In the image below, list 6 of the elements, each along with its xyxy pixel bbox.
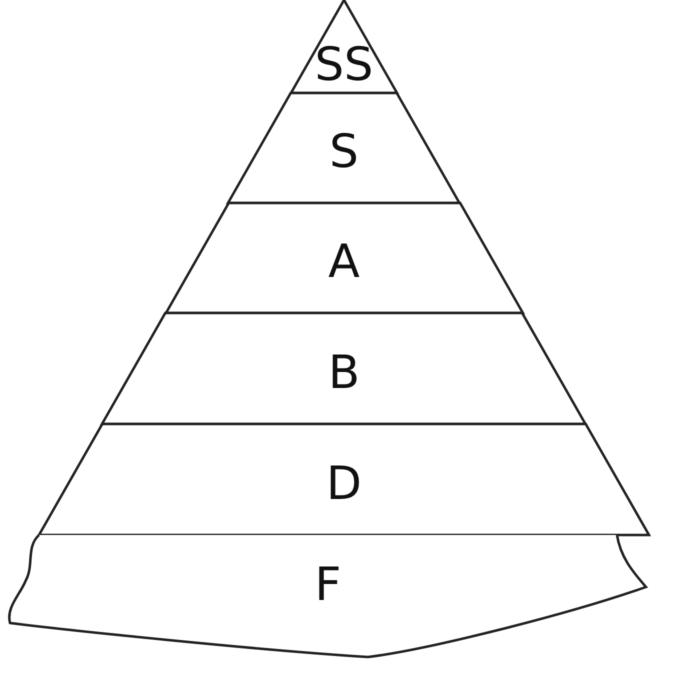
tier-label: B (328, 348, 360, 394)
tier-label: S (329, 128, 359, 174)
tier-label: F (314, 561, 342, 607)
tier-label: D (326, 460, 362, 506)
tier-label: SS (314, 41, 374, 87)
tier-label: A (328, 238, 360, 284)
